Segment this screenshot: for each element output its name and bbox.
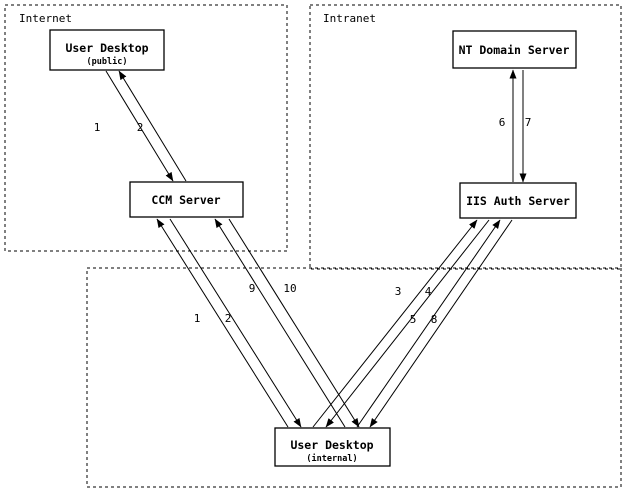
- node-label-iis-auth-server: IIS Auth Server: [466, 194, 570, 208]
- step-label-7: 7: [525, 116, 532, 129]
- node-user-desktop-internal[interactable]: User Desktop (internal): [274, 427, 391, 467]
- flow-group-internal-iis-34: [312, 219, 490, 428]
- step-label-3: 3: [395, 285, 402, 298]
- flow-line-1-public: [105, 70, 174, 182]
- step-label-2-public: 2: [137, 121, 144, 134]
- flow-group-iis-nt: [509, 69, 527, 183]
- flow-line-9: [214, 218, 346, 428]
- node-user-desktop-public[interactable]: User Desktop (public): [49, 29, 165, 71]
- flow-line-3: [312, 219, 478, 428]
- step-label-4: 4: [425, 285, 432, 298]
- flow-line-2-public: [118, 70, 187, 182]
- node-label-user-desktop-internal: User Desktop: [290, 438, 373, 452]
- flow-group-internal-ccm-12: [156, 218, 302, 428]
- step-label-6: 6: [499, 116, 506, 129]
- node-sublabel-user-desktop-public: (public): [87, 56, 128, 67]
- node-nt-domain-server[interactable]: NT Domain Server: [452, 30, 577, 69]
- node-box-ccm-server[interactable]: [129, 181, 244, 218]
- step-label-2-internal: 2: [225, 312, 232, 325]
- node-iis-auth-server[interactable]: IIS Auth Server: [459, 182, 577, 219]
- zone-internet-boundary: [4, 4, 288, 252]
- flow-line-5: [356, 219, 501, 428]
- flow-group-internal-iis-58: [356, 219, 513, 428]
- flow-group-internal-ccm-910: [214, 218, 360, 428]
- zone-internal-boundary: [86, 267, 622, 488]
- node-box-iis-auth-server[interactable]: [459, 182, 577, 219]
- node-ccm-server[interactable]: CCM Server: [129, 181, 244, 218]
- step-label-8: 8: [431, 313, 438, 326]
- flow-line-2-internal: [169, 218, 302, 428]
- flow-line-8: [369, 219, 513, 428]
- step-label-1-public: 1: [94, 121, 101, 134]
- zone-boundaries: [4, 4, 622, 488]
- node-sublabel-user-desktop-internal: (internal): [306, 453, 357, 464]
- step-label-1-internal: 1: [194, 312, 201, 325]
- step-label-5: 5: [410, 313, 417, 326]
- node-box-user-desktop-internal[interactable]: [274, 427, 391, 467]
- flow-line-4: [325, 219, 490, 428]
- flow-group-public-ccm: [105, 70, 187, 182]
- node-label-nt-domain-server: NT Domain Server: [459, 43, 570, 57]
- node-box-nt-domain-server[interactable]: [452, 30, 577, 69]
- step-label-10: 10: [283, 282, 296, 295]
- flow-line-1-internal: [156, 218, 289, 428]
- flow-step-labels: 1 2 1 2 3 4 5 6 7 8 9 10: [94, 116, 532, 326]
- node-label-ccm-server: CCM Server: [151, 193, 220, 207]
- zone-label-intranet: Intranet: [323, 12, 376, 25]
- node-box-user-desktop-public[interactable]: [49, 29, 165, 71]
- flow-line-10: [228, 218, 360, 428]
- step-label-9: 9: [249, 282, 256, 295]
- zone-labels: Internet Intranet: [19, 12, 376, 25]
- node-label-user-desktop-public: User Desktop: [65, 41, 148, 55]
- zone-label-internet: Internet: [19, 12, 72, 25]
